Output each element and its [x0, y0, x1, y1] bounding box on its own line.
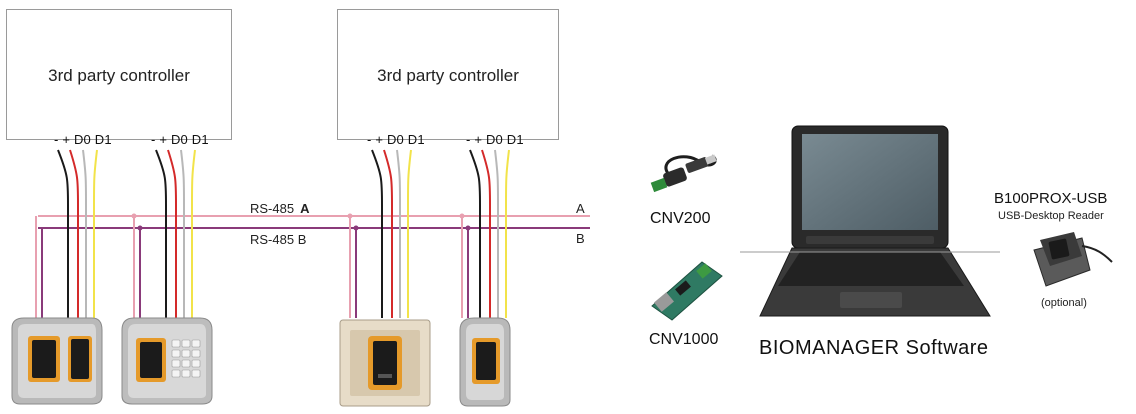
rs485-b-label: RS-485 B [250, 232, 307, 247]
usb-reader-subtitle: USB-Desktop Reader [998, 210, 1104, 222]
controller-1-terminals-a: - + D0 D1 [54, 132, 112, 147]
reader-2-wires [133, 149, 196, 318]
bus-end-a: A [576, 201, 585, 216]
bus-junctions [137, 225, 471, 231]
controller-1-terminals-b: - + D0 D1 [151, 132, 209, 147]
controller-box-1: 3rd party controller [6, 9, 232, 140]
software-label: BIOMANAGER Software [759, 337, 989, 359]
fingerprint-keypad-reader-icon [121, 317, 213, 405]
reader-4-wires [461, 149, 510, 318]
laptop-icon [759, 125, 991, 317]
cnv1000-label: CNV1000 [649, 331, 719, 348]
slim-reader-icon [459, 317, 511, 407]
cnv200-label: CNV200 [650, 210, 711, 227]
reader-1-wires [35, 149, 98, 318]
flush-mount-reader-icon [339, 319, 431, 407]
reader-3-wires [349, 149, 412, 318]
controller-2-terminals-a: - + D0 D1 [367, 132, 425, 147]
controller-2-terminals-b: - + D0 D1 [466, 132, 524, 147]
cnv200-usb-cable-icon [650, 154, 717, 193]
rs485-a-letter: A [300, 201, 310, 216]
cnv1000-board-icon [651, 261, 723, 321]
fingerprint-reader-1-icon [11, 317, 103, 405]
controller-title: 3rd party controller [48, 66, 190, 85]
controller-box-2: 3rd party controller [337, 9, 559, 140]
usb-reader-title: B100PROX-USB [994, 190, 1108, 207]
usb-desktop-reader-icon [1033, 232, 1113, 287]
bus-end-b: B [576, 231, 585, 246]
usb-reader-note: (optional) [1041, 297, 1087, 309]
controller-title: 3rd party controller [377, 66, 519, 85]
